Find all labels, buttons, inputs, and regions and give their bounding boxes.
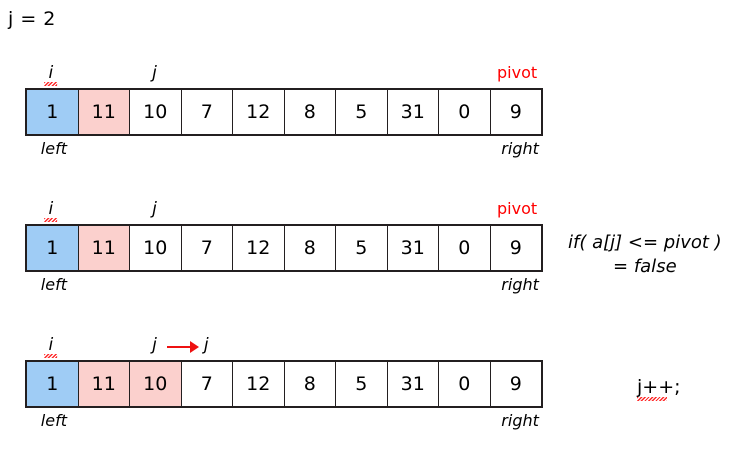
pointer-label-text: j <box>203 335 209 355</box>
pointer-label-text: i <box>48 63 54 83</box>
array-cell[interactable]: 5 <box>336 90 388 134</box>
array-cell[interactable]: 9 <box>490 90 541 134</box>
code-annotation: j++; <box>637 376 681 401</box>
array-cell[interactable]: 7 <box>181 362 233 406</box>
array-cell[interactable]: 10 <box>130 362 182 406</box>
array-cell[interactable]: 9 <box>490 226 541 270</box>
page-title: j = 2 <box>8 8 56 30</box>
end-label-left: left <box>40 139 67 158</box>
code-annotation: if( a[j] <= pivot ) = false <box>568 232 722 277</box>
array-cell[interactable]: 9 <box>490 362 541 406</box>
arrow-head <box>189 341 199 353</box>
array-cell[interactable]: 1 <box>27 362 79 406</box>
array-cell[interactable]: 10 <box>130 226 182 270</box>
code-annotation-line1: if( a[j] <= pivot ) <box>568 232 722 253</box>
pointer-label-i: i <box>44 199 58 222</box>
spellcheck-squiggle-icon <box>44 354 58 358</box>
spellcheck-squiggle-icon <box>44 82 58 86</box>
array-cell[interactable]: 31 <box>387 226 439 270</box>
pointer-label-pivot: pivot <box>497 199 537 218</box>
array-cell[interactable]: 5 <box>336 362 388 406</box>
pointer-label-text: pivot <box>497 199 538 218</box>
array-cell[interactable]: 1 <box>27 90 79 134</box>
pointer-label-j: j <box>152 63 157 83</box>
array-cell[interactable]: 8 <box>284 362 336 406</box>
pointer-label-j: j <box>152 335 157 355</box>
spellcheck-squiggle-icon <box>44 218 58 222</box>
array-cell[interactable]: 8 <box>284 226 336 270</box>
array-cell[interactable]: 7 <box>181 90 233 134</box>
pointer-label-pivot: pivot <box>497 63 537 82</box>
array-cell[interactable]: 31 <box>387 362 439 406</box>
array-cell[interactable]: 0 <box>439 90 491 134</box>
array-cell[interactable]: 0 <box>439 226 491 270</box>
end-label-right: right <box>501 139 539 158</box>
arrow-right-icon <box>166 341 199 353</box>
array-cell[interactable]: 11 <box>78 362 130 406</box>
spellcheck-squiggle-icon <box>637 397 667 401</box>
array-cell[interactable]: 8 <box>284 90 336 134</box>
array-cell[interactable]: 10 <box>130 90 182 134</box>
array-cell[interactable]: 12 <box>233 362 285 406</box>
array-cell[interactable]: 7 <box>181 226 233 270</box>
arrow-shaft <box>166 345 190 349</box>
end-label-left: left <box>40 275 67 294</box>
array-cell[interactable]: 11 <box>78 90 130 134</box>
code-annotation-line1: j++; <box>637 376 681 398</box>
pointer-label-i: i <box>44 63 58 86</box>
end-label-right: right <box>501 411 539 430</box>
array-cell[interactable]: 5 <box>336 226 388 270</box>
array-cell[interactable]: 12 <box>233 90 285 134</box>
pointer-label-j: j <box>152 199 157 219</box>
pointer-label-text: i <box>48 335 54 355</box>
array-cell[interactable]: 11 <box>78 226 130 270</box>
pointer-label-text: j <box>152 199 157 219</box>
array-cell[interactable]: 12 <box>233 226 285 270</box>
pointer-label-text: j <box>152 63 157 83</box>
code-annotation-line2: = false <box>613 256 677 277</box>
pointer-label-text: pivot <box>497 63 538 82</box>
pointer-label-text: j <box>152 335 157 355</box>
pointer-label-text: i <box>48 199 54 219</box>
array-cell[interactable]: 0 <box>439 362 491 406</box>
end-label-left: left <box>40 411 67 430</box>
array-cell[interactable]: 31 <box>387 90 439 134</box>
pointer-label-j: j <box>204 335 209 355</box>
pointer-label-i: i <box>44 335 58 358</box>
end-label-right: right <box>501 275 539 294</box>
array-cell[interactable]: 1 <box>27 226 79 270</box>
